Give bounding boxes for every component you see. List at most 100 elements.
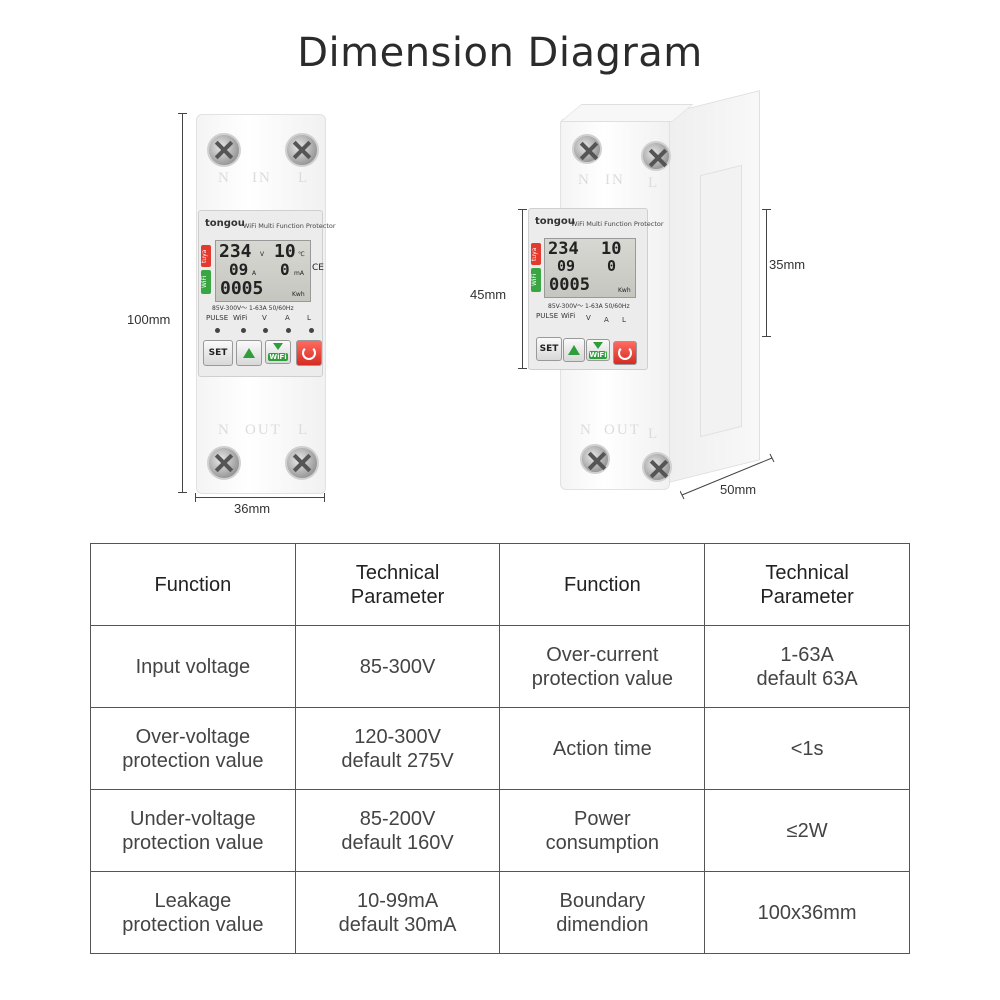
lcd-current-side: 09 [557,257,576,275]
step-label: 35mm [769,257,806,272]
panel-height-dimension-line [522,209,523,369]
indicator-v-side: V [586,314,591,322]
cell-text: dimendion [556,913,649,936]
brand-subtitle-side: WiFi Multi Function Protector [571,220,664,228]
cell-text: protection value [122,913,264,936]
cell-text: Leakage [154,889,232,912]
height-label: 100mm [127,312,171,327]
cell-text: Technical [355,561,440,584]
table-cell: 100x36mm [704,871,910,954]
top-label-n-side: N [578,172,591,188]
down-arrow-icon [273,343,283,350]
up-button-side[interactable] [563,338,585,362]
cell-text: protection value [531,667,673,690]
led-a [286,328,291,333]
panel-tick-bottom [518,368,527,369]
table-cell: ≤2W [704,789,910,872]
led-pulse [215,328,220,333]
wifi-badge-side: WiFi [531,268,541,292]
brand-subtitle: WiFi Multi Function Protector [243,222,336,230]
indicator-l-side: L [622,316,626,324]
cell-text: default 160V [341,831,454,854]
wifi-button-side-label: WiFi [589,351,607,359]
lcd-voltage-side: 234 [548,239,579,259]
brand-logo: tongou [205,218,245,229]
terminal-screw-icon [285,446,319,480]
lcd-temp: 10 [274,241,296,262]
spec-line-side: 85V-300V～ 1-63A 50/60Hz [548,303,630,310]
cell-text: Technical [765,561,849,584]
cell-text: ≤2W [786,819,828,842]
set-button-side-label: SET [539,344,559,354]
cell-text: Action time [552,737,652,760]
table-cell: Input voltage [90,625,296,708]
table-cell: Action time [499,707,706,790]
lcd-temp-unit: ℃ [298,251,305,258]
indicator-a-side: A [604,316,609,324]
cell-text: Under-voltage [130,807,256,830]
down-wifi-button[interactable]: WiFi [265,340,291,364]
depth-dimension-line [680,453,775,500]
terminal-screw-icon [642,452,672,482]
wifi-badge: WiFi [201,270,211,294]
lcd-energy: 0005 [220,278,264,299]
power-icon [618,346,632,360]
top-label-n: N [218,170,231,186]
lcd-current: 09 [229,260,249,279]
tuya-badge: tuya [201,245,211,267]
terminal-screw-icon [207,133,241,167]
indicator-pulse: PULSE [206,314,229,322]
cell-text: Parameter [760,585,854,608]
lcd-energy-side: 0005 [549,275,590,295]
cell-text: consumption [545,831,660,854]
terminal-screw-icon [207,446,241,480]
up-arrow-icon [568,345,580,355]
terminal-screw-icon [572,134,602,164]
up-button[interactable] [236,340,262,366]
terminal-screw-icon [580,444,610,474]
panel-height-label: 45mm [470,287,507,302]
cell-text: Function [154,573,232,596]
device-top-face [560,104,694,122]
cell-text: Boundary [559,889,646,912]
wifi-button-label: WiFi [268,353,288,361]
cell-text: Parameter [350,585,445,608]
step-dimension-line [766,209,767,337]
bottom-label-out-side: OUT [604,422,641,438]
cell-text: <1s [790,737,824,760]
power-button[interactable] [296,340,322,366]
set-button[interactable]: SET [203,340,233,366]
bottom-label-l: L [298,422,310,438]
cell-text: Function [563,573,641,596]
lcd-voltage: 234 [219,241,252,262]
power-icon [302,346,316,360]
height-dimension-line [182,113,183,493]
lcd-energy-unit-side: Kwh [618,287,631,294]
set-button-label: SET [208,348,228,358]
power-button-side[interactable] [613,341,637,365]
cell-text: Power [573,807,631,830]
lcd-leak-unit: mA [294,270,304,277]
step-tick-top [762,209,771,210]
cell-text: default 63A [756,667,858,690]
set-button-side[interactable]: SET [536,337,562,361]
header-function: Function [499,543,706,626]
height-tick-bottom [178,492,187,493]
step-tick-bottom [762,336,771,337]
lcd-screen-side: 234 10 09 0 0005 Kwh [544,238,636,298]
down-wifi-button-side[interactable]: WiFi [586,339,610,361]
width-label: 36mm [234,501,271,516]
cell-text: default 30mA [338,913,457,936]
